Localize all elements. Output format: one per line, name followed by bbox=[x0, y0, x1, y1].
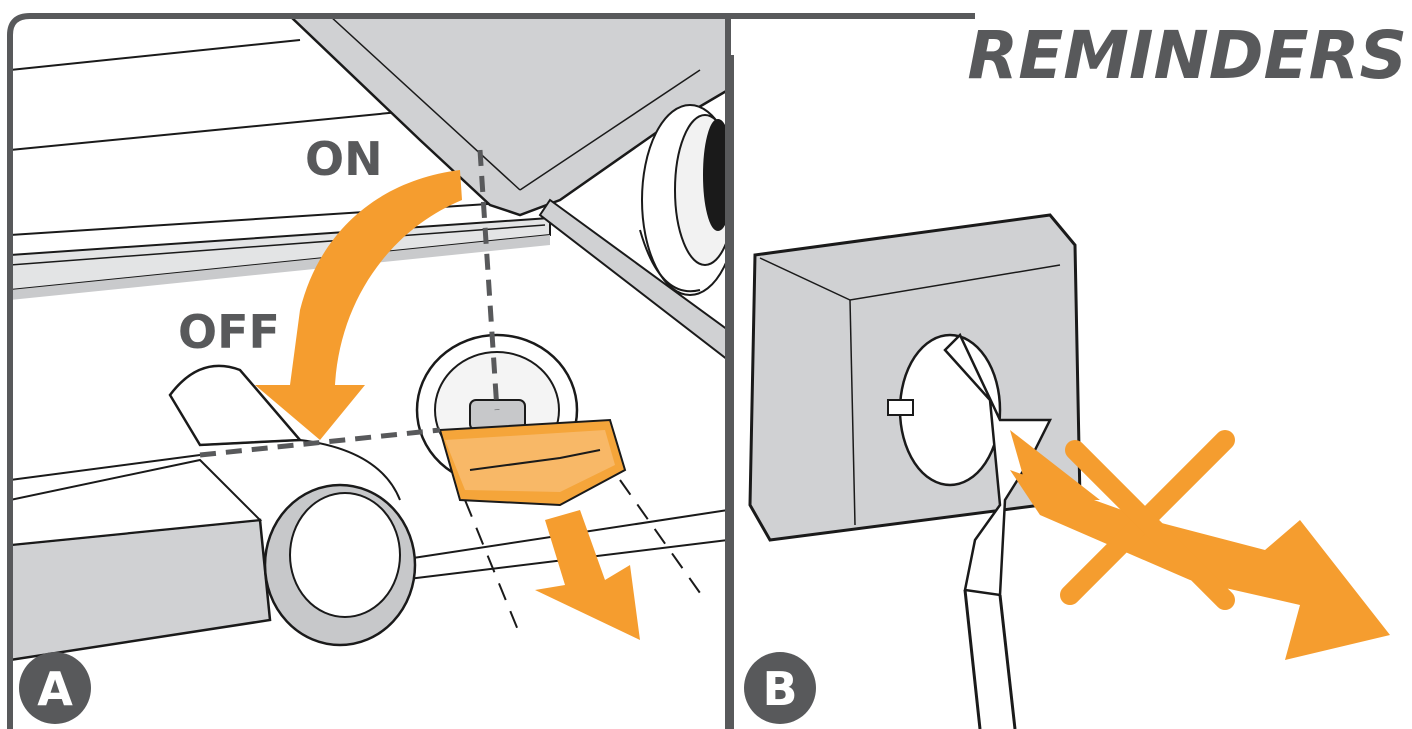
panel-b-badge-label: B bbox=[762, 662, 797, 716]
dashed-guides bbox=[199, 149, 500, 458]
turn-off-arrow bbox=[255, 170, 462, 440]
panel-a-badge: A bbox=[19, 652, 91, 724]
off-label: OFF bbox=[178, 305, 280, 359]
key-icon bbox=[438, 418, 627, 507]
prohibited-x-icon bbox=[1060, 430, 1235, 610]
panel-a-badge-label: A bbox=[37, 662, 73, 716]
pull-key-arrow bbox=[535, 510, 640, 640]
panel-a-frame bbox=[7, 13, 731, 729]
machine-upper-lines bbox=[10, 39, 551, 236]
machine-knob bbox=[639, 104, 728, 296]
plug-icon bbox=[887, 332, 1053, 729]
machine-overhang bbox=[288, 16, 728, 362]
panel-a: ON OFF A bbox=[7, 13, 731, 729]
handle-bar bbox=[10, 364, 417, 662]
page-title: REMINDERS bbox=[967, 17, 1407, 94]
dashed-pull-guides bbox=[464, 479, 706, 636]
panel-b-badge: B bbox=[744, 652, 816, 724]
panel-b: B bbox=[728, 13, 1390, 729]
on-label: ON bbox=[305, 132, 383, 186]
